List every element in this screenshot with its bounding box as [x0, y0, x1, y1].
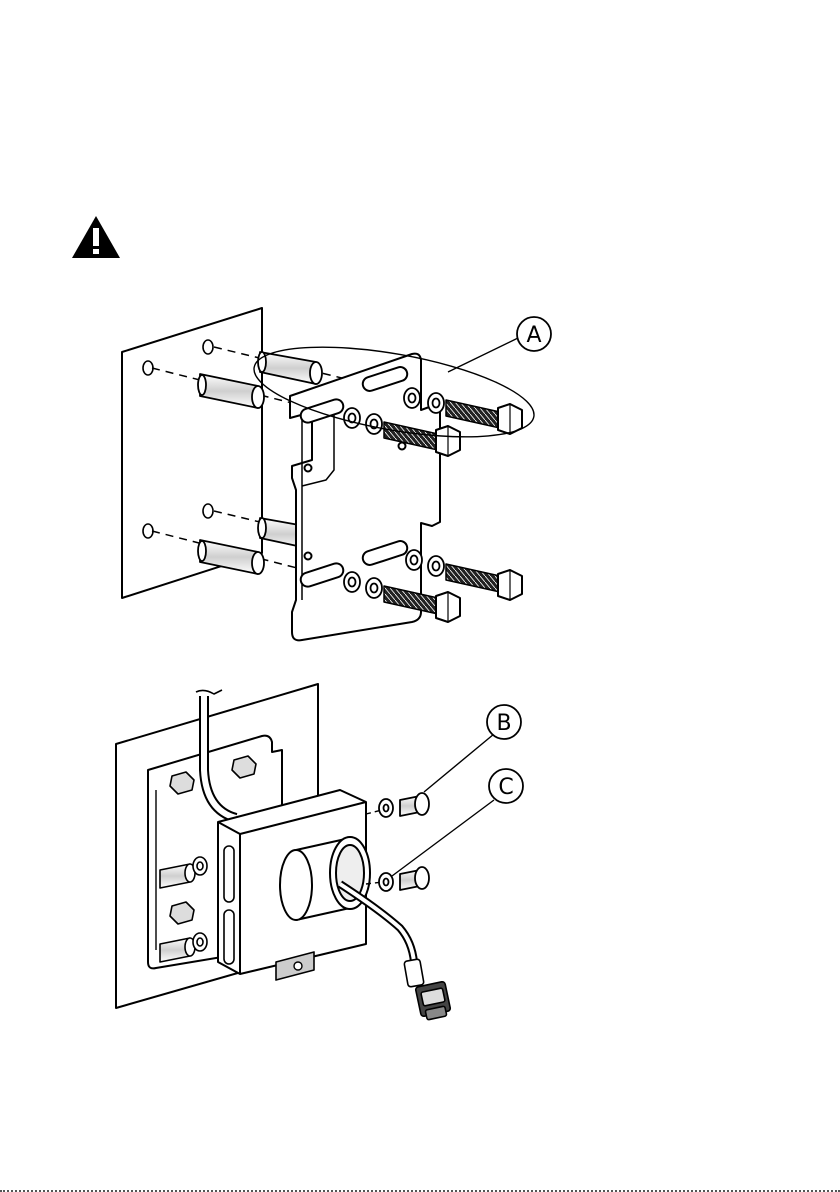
figure-device-mounting: [116, 684, 523, 1020]
figure-wall-mounting-bracket: [122, 308, 551, 640]
callout-a-leader: [448, 338, 518, 372]
hex-bolt: [446, 564, 522, 600]
callout-b-label: B: [496, 711, 511, 736]
callout-a-label: A: [526, 323, 541, 348]
wall-anchor: [258, 352, 322, 384]
hex-bolt: [446, 400, 522, 434]
warning-triangle-icon: [72, 216, 120, 258]
callout-c-label: C: [498, 775, 513, 800]
mounting-screw: [400, 793, 429, 816]
mounting-screw: [400, 867, 429, 890]
washer: [379, 799, 393, 891]
cable-connector: [404, 959, 451, 1020]
callout-b-leader: [424, 734, 494, 792]
page-bottom-rule: [0, 1188, 840, 1192]
